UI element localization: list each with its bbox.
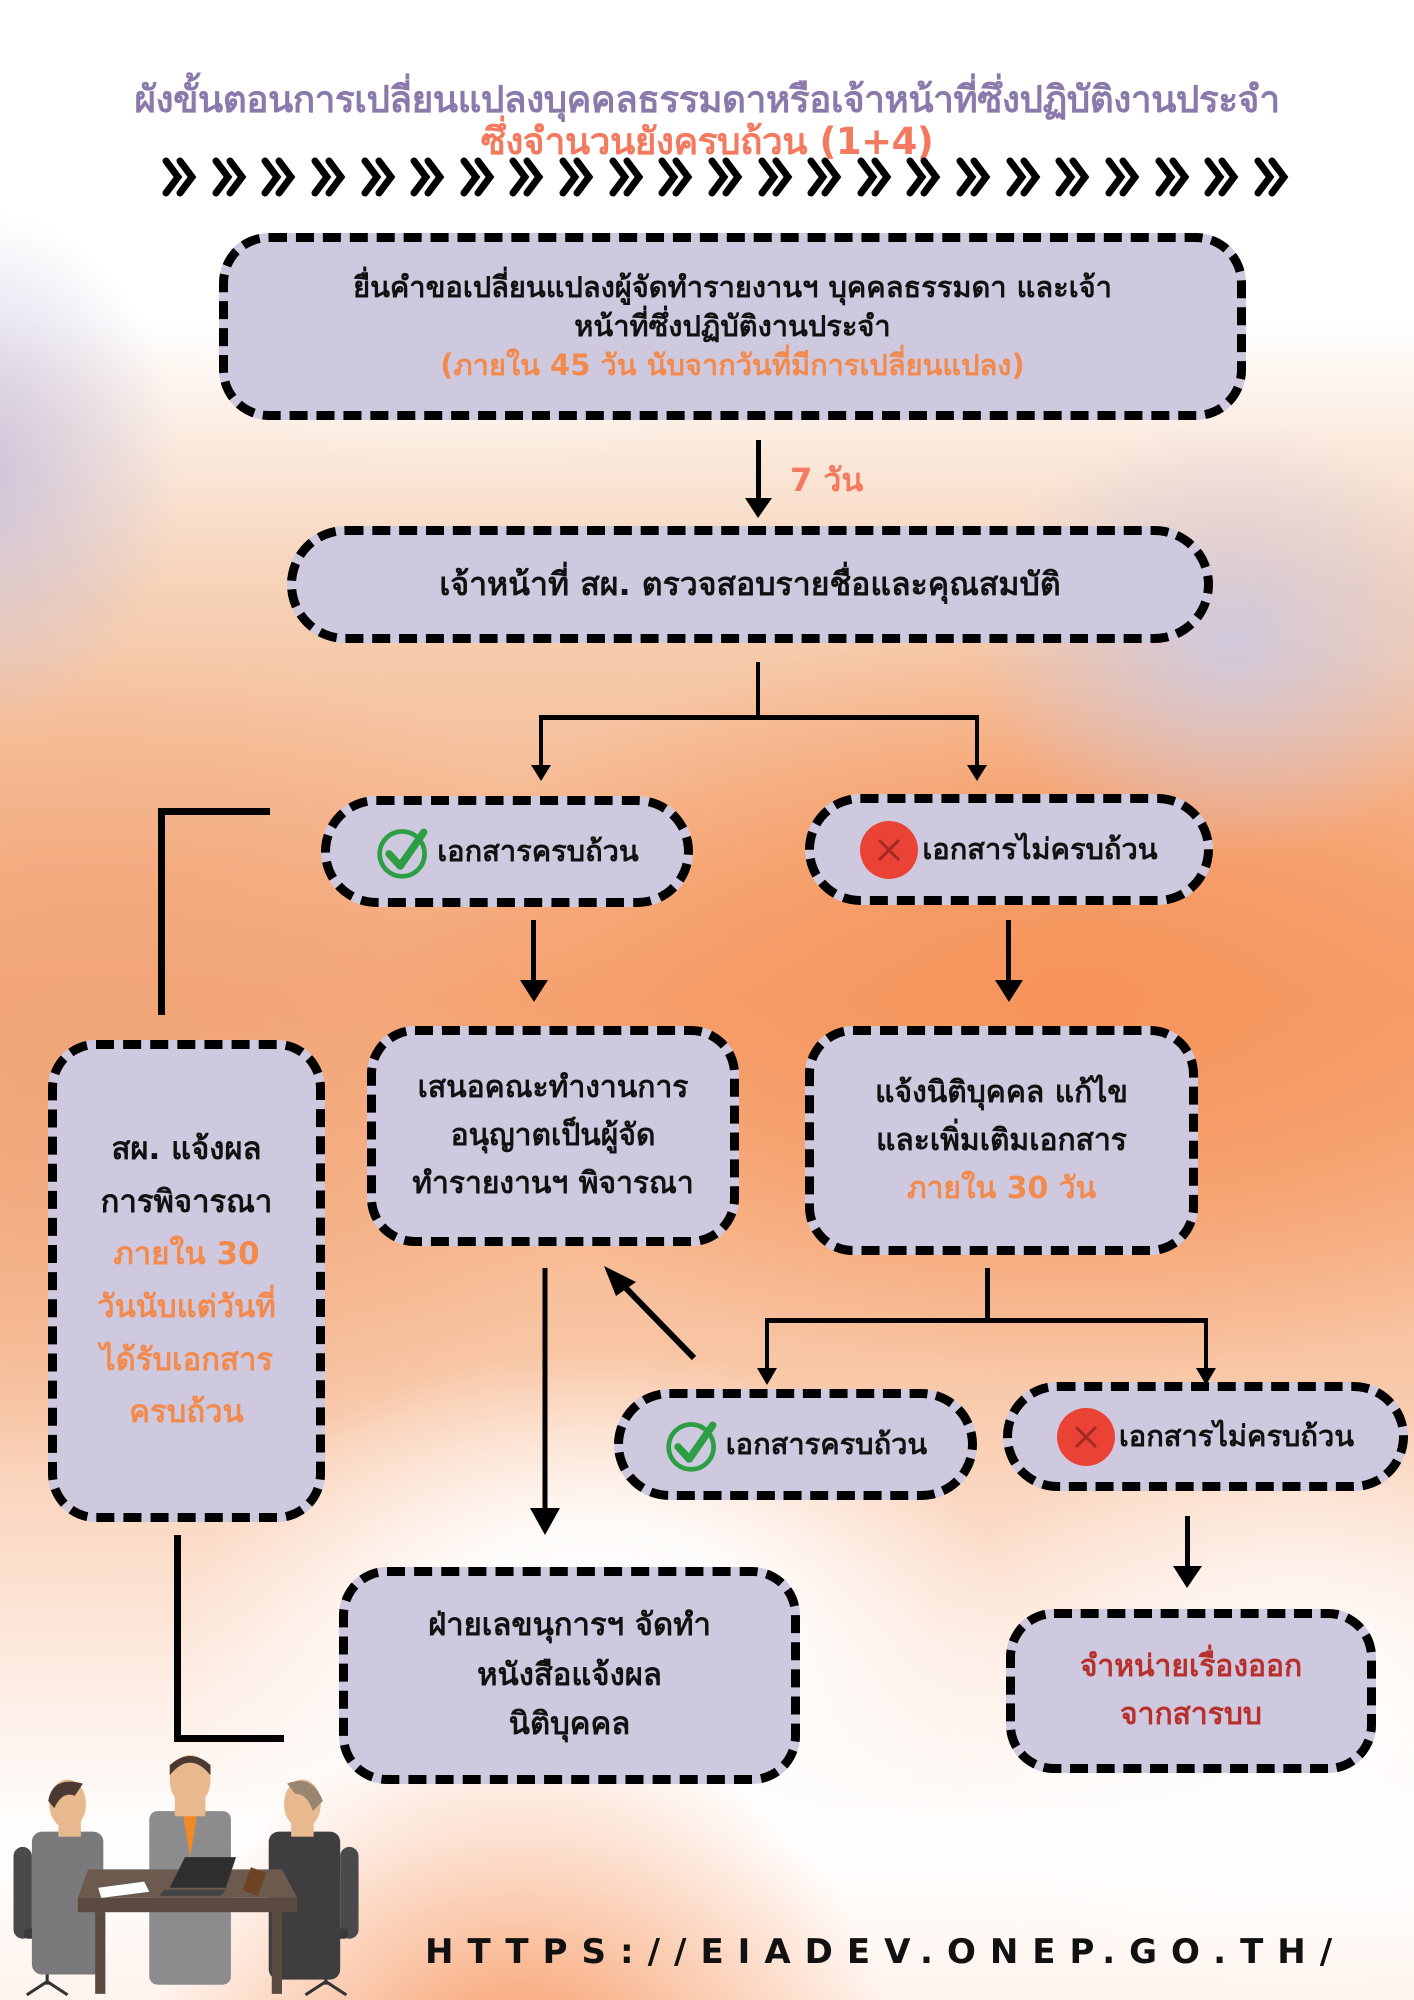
step-text: การพิจารณา <box>100 1183 273 1220</box>
request-correction-step: แจ้งนิติบุคคล แก้ไข และเพิ่มเติมเอกสาร ภ… <box>805 1026 1198 1255</box>
arrow-head <box>531 765 551 781</box>
double-chevron-icon <box>162 157 197 197</box>
connector-line <box>765 1318 769 1370</box>
documents-incomplete-branch: เอกสารไม่ครบถ้วน <box>805 794 1213 905</box>
double-chevron-icon <box>609 157 643 197</box>
double-chevron-icon <box>1254 157 1289 197</box>
step-text: หนังสือแจ้งผล <box>477 1656 662 1693</box>
double-chevron-icon <box>261 157 296 197</box>
step-deadline: ครบถ้วน <box>129 1394 244 1431</box>
step-text: หน้าที่ซึ่งปฏิบัติงานประจำ <box>574 308 891 343</box>
double-chevron-icon <box>410 157 445 197</box>
double-chevron-icon <box>212 157 246 197</box>
double-chevron-icon <box>658 157 693 197</box>
connector-line <box>985 1268 990 1322</box>
step-text: แจ้งนิติบุคคล แก้ไข <box>875 1074 1128 1110</box>
chevron-divider <box>162 152 1292 202</box>
connector-line <box>531 920 536 984</box>
x-circle-icon <box>1056 1407 1115 1466</box>
double-chevron-icon <box>1204 157 1239 197</box>
branch-label: เอกสารไม่ครบถ้วน <box>1118 1418 1355 1453</box>
page-subtitle: ซึ่งจำนวนยังครบถ้วน (1+4) <box>480 120 934 163</box>
double-chevron-icon <box>509 157 544 197</box>
double-chevron-icon <box>758 157 792 197</box>
connector-line <box>174 1735 284 1742</box>
arrow-head <box>530 1508 560 1535</box>
double-chevron-icon <box>906 157 941 197</box>
double-chevron-icon <box>1155 157 1189 197</box>
double-chevron-icon <box>361 157 395 197</box>
step-text: อนุญาตเป็นผู้จัด <box>450 1118 656 1153</box>
double-chevron-icon <box>559 157 594 197</box>
connector-line <box>539 715 979 720</box>
duration-label: 7 วัน <box>790 461 864 499</box>
business-meeting-illustration <box>13 1755 359 1997</box>
committee-review-step: เสนอคณะทำงานการ อนุญาตเป็นผู้จัด ทำรายงา… <box>367 1026 739 1246</box>
arrow-head <box>757 1368 777 1385</box>
branch-label: เอกสารไม่ครบถ้วน <box>922 831 1158 866</box>
footer-url[interactable]: HTTPS://EIADEV.ONEP.GO.TH/ <box>425 1932 1347 1972</box>
connector-line <box>174 1535 181 1740</box>
double-chevron-icon <box>807 157 842 197</box>
step-deadline: ภายใน 30 วัน <box>906 1170 1097 1206</box>
check-circle-icon <box>664 1416 722 1474</box>
double-chevron-icon <box>857 157 892 197</box>
connector-line <box>1185 1516 1190 1572</box>
connector-line <box>539 715 543 767</box>
documents-incomplete-branch-2: เอกสารไม่ครบถ้วน <box>1003 1382 1408 1491</box>
submit-request-step: ยื่นคำขอเปลี่ยนแปลงผู้จัดทำรายงานฯ บุคคล… <box>219 233 1246 420</box>
step-text: ทำรายงานฯ พิจารณา <box>412 1166 694 1201</box>
step-text: นิติบุคคล <box>508 1706 631 1743</box>
step-text: เจ้าหน้าที่ สผ. ตรวจสอบรายชื่อและคุณสมบั… <box>439 564 1061 603</box>
connector-line <box>158 808 165 1015</box>
connector-line <box>1204 1318 1208 1370</box>
branch-label: เอกสารครบถ้วน <box>725 1426 928 1461</box>
step-deadline: วันนับแต่วันที่ <box>97 1289 276 1325</box>
arrow-head <box>604 1266 636 1296</box>
connector-line <box>158 808 270 815</box>
arrow-shaft <box>617 1279 697 1361</box>
double-chevron-icon <box>1006 157 1040 197</box>
double-chevron-icon <box>1055 157 1090 197</box>
double-chevron-icon <box>460 157 495 197</box>
step-text: สผ. แจ้งผล <box>111 1130 262 1167</box>
documents-complete-branch-2: เอกสารครบถ้วน <box>614 1389 977 1500</box>
connector-line <box>756 662 760 718</box>
review-step: เจ้าหน้าที่ สผ. ตรวจสอบรายชื่อและคุณสมบั… <box>287 526 1213 643</box>
step-text: ยื่นคำขอเปลี่ยนแปลงผู้จัดทำรายงานฯ บุคคล… <box>353 269 1112 304</box>
dismiss-case-step: จำหน่ายเรื่องออก จากสารบบ <box>1006 1609 1376 1773</box>
secretariat-letter-step: ฝ่ายเลขนุการฯ จัดทำ หนังสือแจ้งผล นิติบุ… <box>339 1567 800 1784</box>
step-text: เสนอคณะทำงานการ <box>417 1070 689 1105</box>
double-chevron-icon <box>1105 157 1140 197</box>
step-text: จากสารบบ <box>1120 1697 1262 1732</box>
step-text: จำหน่ายเรื่องออก <box>1079 1649 1303 1684</box>
notify-result-step: สผ. แจ้งผล การพิจารณา ภายใน 30 วันนับแต่… <box>48 1040 325 1522</box>
double-chevron-icon <box>311 157 346 197</box>
step-deadline: (ภายใน 45 วัน นับจากวันที่มีการเปลี่ยนแป… <box>440 348 1025 383</box>
branch-label: เอกสารครบถ้วน <box>437 833 639 868</box>
page-title: ผังขั้นตอนการเปลี่ยนแปลงบุคคลธรรมดาหรือเ… <box>134 78 1280 121</box>
connector-line <box>756 440 761 502</box>
documents-complete-branch: เอกสารครบถ้วน <box>321 796 693 907</box>
double-chevron-icon <box>956 157 991 197</box>
double-chevron-icon <box>708 157 743 197</box>
step-text: และเพิ่มเติมเอกสาร <box>876 1122 1127 1158</box>
x-circle-icon <box>860 820 919 879</box>
arrow-head <box>967 765 987 781</box>
step-text: ฝ่ายเลขนุการฯ จัดทำ <box>428 1607 711 1644</box>
check-circle-icon <box>375 823 433 881</box>
connector-line <box>1006 920 1011 984</box>
connector-line <box>765 1318 1208 1323</box>
step-deadline: ได้รับเอกสาร <box>99 1341 273 1378</box>
connector-line <box>975 715 979 767</box>
step-deadline: ภายใน 30 <box>113 1236 260 1273</box>
